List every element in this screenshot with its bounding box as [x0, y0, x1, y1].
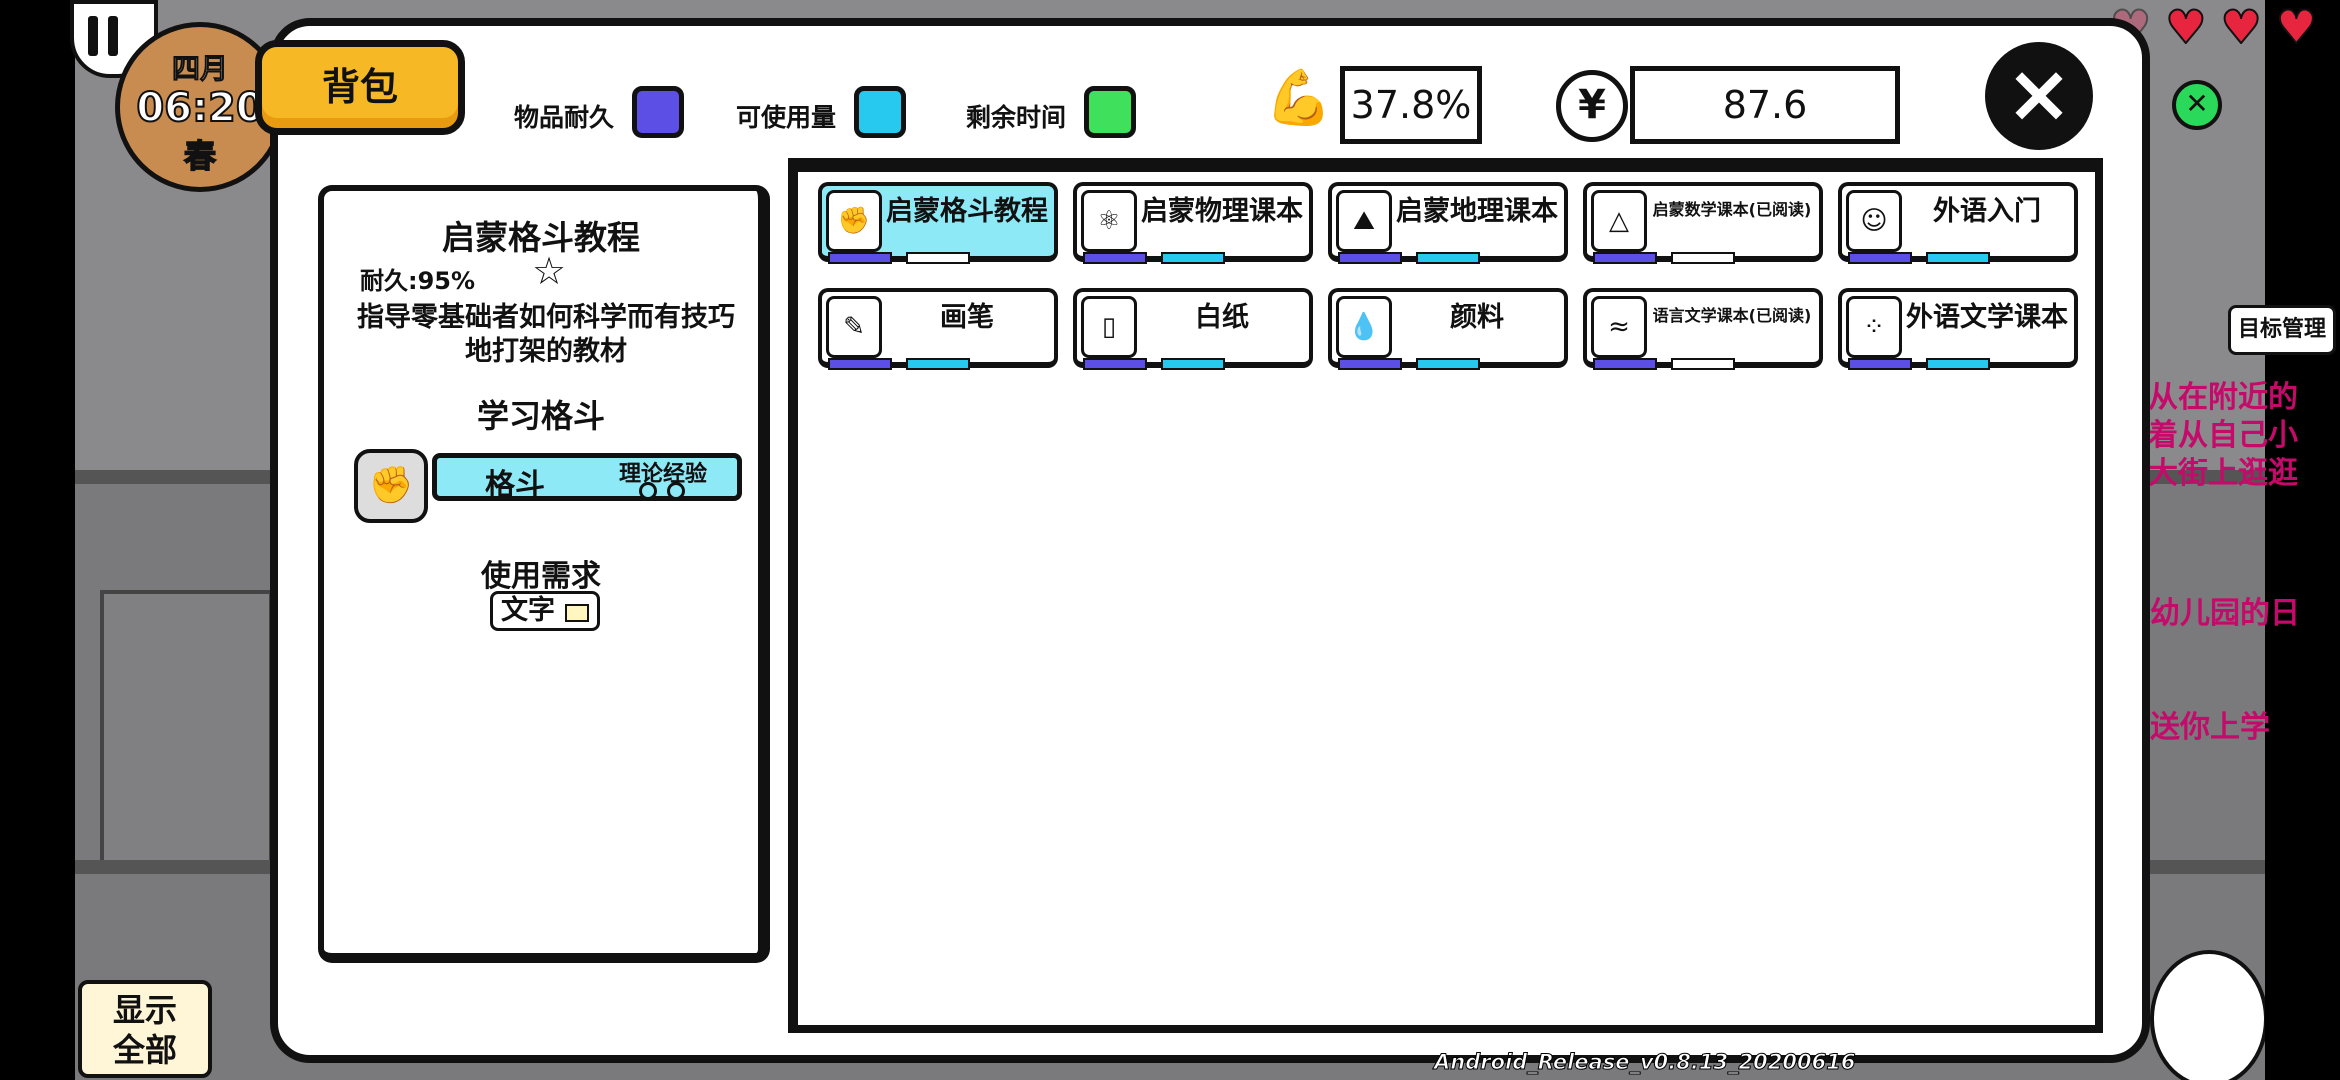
- favorite-star-icon[interactable]: ☆: [532, 249, 567, 293]
- physics-book-icon: ⚛: [1081, 190, 1137, 252]
- usage-bar: [1926, 252, 1990, 264]
- inventory-item-name: 外语入门: [1933, 196, 2041, 227]
- usage-bar: [1416, 252, 1480, 264]
- usage-bar: [906, 358, 970, 370]
- math-book-icon: △: [1591, 190, 1647, 252]
- item-detail-card: 启蒙格斗教程 耐久:95% ☆ 指导零基础者如何科学而有技巧地打架的教材 学习格…: [318, 185, 770, 963]
- fist-skill-icon: ✊: [354, 449, 428, 523]
- foreign-book-icon: ☺: [1846, 190, 1902, 252]
- money-icon: ¥: [1556, 70, 1628, 142]
- clock-season: 春: [183, 136, 217, 176]
- inventory-slot[interactable]: ▯ 白纸: [1073, 288, 1313, 370]
- inventory-grid: ✊启蒙格斗教程⚛启蒙物理课本⛰启蒙地理课本△启蒙数学课本(已阅读)☺外语入门✎画…: [788, 158, 2103, 1033]
- inventory-item-name: 画笔: [940, 302, 994, 333]
- story-text-5: 送你上学: [2150, 710, 2270, 745]
- inventory-item-name: 启蒙地理课本: [1396, 196, 1558, 227]
- paint-tube-icon: 💧: [1336, 296, 1392, 358]
- inventory-item-name: 语言文学课本(已阅读): [1652, 306, 1812, 325]
- clock-time: 06:20: [135, 84, 264, 132]
- show-all-label: 显示全部: [112, 991, 177, 1069]
- skill-bar: 格斗 理论经验: [432, 453, 742, 503]
- story-text-3: 大街上逛逛: [2148, 456, 2298, 491]
- item-durability: 耐久:95%: [360, 267, 476, 295]
- strength-icon: 💪: [1265, 66, 1333, 129]
- legend-durability-label: 物品耐久: [514, 103, 615, 132]
- requirement-swatch: [565, 604, 589, 622]
- inventory-item-name: 启蒙格斗教程: [886, 196, 1048, 227]
- inventory-item-name: 启蒙物理课本: [1141, 196, 1303, 227]
- goal-management-button[interactable]: 目标管理: [2228, 305, 2336, 355]
- usage-bar: [1926, 358, 1990, 370]
- inventory-item-name: 启蒙数学课本(已阅读): [1652, 200, 1812, 219]
- inventory-slot[interactable]: △ 启蒙数学课本(已阅读): [1583, 182, 1823, 264]
- skill-dot-icon: [667, 482, 685, 500]
- pause-icon-bar: [108, 16, 118, 56]
- inventory-item-name: 颜料: [1450, 302, 1504, 333]
- foreign-literature-book-icon: ⁘: [1846, 296, 1902, 358]
- inventory-slot[interactable]: ✊启蒙格斗教程: [818, 182, 1058, 264]
- version-label: Android_Release_v0.8.13_20200616: [1433, 1050, 1856, 1075]
- story-text-4: 幼儿园的日: [2150, 596, 2300, 631]
- requirement-tag: 文字: [490, 591, 600, 631]
- legend-durability-swatch: [632, 86, 684, 138]
- tools-icon[interactable]: ✕: [2172, 80, 2222, 130]
- usage-bar: [1671, 358, 1735, 370]
- skill-name: 格斗: [485, 468, 545, 503]
- door: [100, 590, 273, 868]
- inventory-slot[interactable]: ⚛启蒙物理课本: [1073, 182, 1313, 264]
- legend-time-label: 剩余时间: [966, 103, 1067, 132]
- durability-bar: [1848, 358, 1912, 370]
- geography-book-icon: ⛰: [1336, 190, 1392, 252]
- heart-icon: ♥: [2219, 0, 2262, 54]
- requirement-title: 使用需求: [481, 559, 601, 594]
- heart-icon: ♥: [2275, 0, 2318, 54]
- usage-bar: [1671, 252, 1735, 264]
- clock-month: 四月: [171, 52, 228, 86]
- paper-icon: ▯: [1081, 296, 1137, 358]
- durability-bar: [1593, 358, 1657, 370]
- usage-bar: [1161, 252, 1225, 264]
- backpack-tab[interactable]: 背包: [255, 40, 465, 135]
- story-text-1: 从在附近的: [2148, 380, 2298, 415]
- durability-bar: [1083, 252, 1147, 264]
- durability-bar: [1083, 358, 1147, 370]
- inventory-slot[interactable]: ✎ 画笔: [818, 288, 1058, 370]
- inventory-slot[interactable]: ⛰启蒙地理课本: [1328, 182, 1568, 264]
- heart-icon: ♥: [2164, 0, 2207, 54]
- learn-title: 学习格斗: [476, 397, 605, 435]
- pause-icon: [88, 16, 98, 56]
- durability-bar: [828, 358, 892, 370]
- fist-book-icon: ✊: [826, 190, 882, 252]
- money-value: 87.6: [1630, 66, 1900, 144]
- durability-bar: [1338, 252, 1402, 264]
- durability-bar: [1593, 252, 1657, 264]
- inventory-item-name: 白纸: [1195, 302, 1249, 333]
- inventory-slot[interactable]: ⁘外语文学课本: [1838, 288, 2078, 370]
- item-title: 启蒙格斗教程: [442, 218, 640, 257]
- durability-bar: [1338, 358, 1402, 370]
- decor-circle: [2150, 950, 2265, 1080]
- item-description: 指导零基础者如何科学而有技巧地打架的教材: [357, 302, 735, 367]
- requirement-tag-label: 文字: [501, 595, 555, 626]
- inventory-slot[interactable]: ≈ 语言文学课本(已阅读): [1583, 288, 1823, 370]
- durability-bar: [828, 252, 892, 264]
- brush-icon: ✎: [826, 296, 882, 358]
- story-text-2: 着从自己小: [2148, 418, 2298, 453]
- legend-usage-swatch: [854, 86, 906, 138]
- literature-book-icon: ≈: [1591, 296, 1647, 358]
- close-button[interactable]: ×: [1985, 42, 2093, 150]
- skill-subtype: 理论经验: [619, 462, 708, 487]
- inventory-slot[interactable]: 💧 颜料: [1328, 288, 1568, 370]
- legend-time-swatch: [1084, 86, 1136, 138]
- skill-dot-icon: [639, 482, 657, 500]
- durability-bar: [1848, 252, 1912, 264]
- usage-bar: [1161, 358, 1225, 370]
- usage-bar: [1416, 358, 1480, 370]
- inventory-item-name: 外语文学课本: [1906, 302, 2068, 333]
- usage-bar: [906, 252, 970, 264]
- inventory-slot[interactable]: ☺ 外语入门: [1838, 182, 2078, 264]
- strength-value: 37.8%: [1340, 66, 1482, 144]
- legend-usage-label: 可使用量: [736, 103, 837, 132]
- show-all-button[interactable]: 显示全部: [78, 980, 212, 1078]
